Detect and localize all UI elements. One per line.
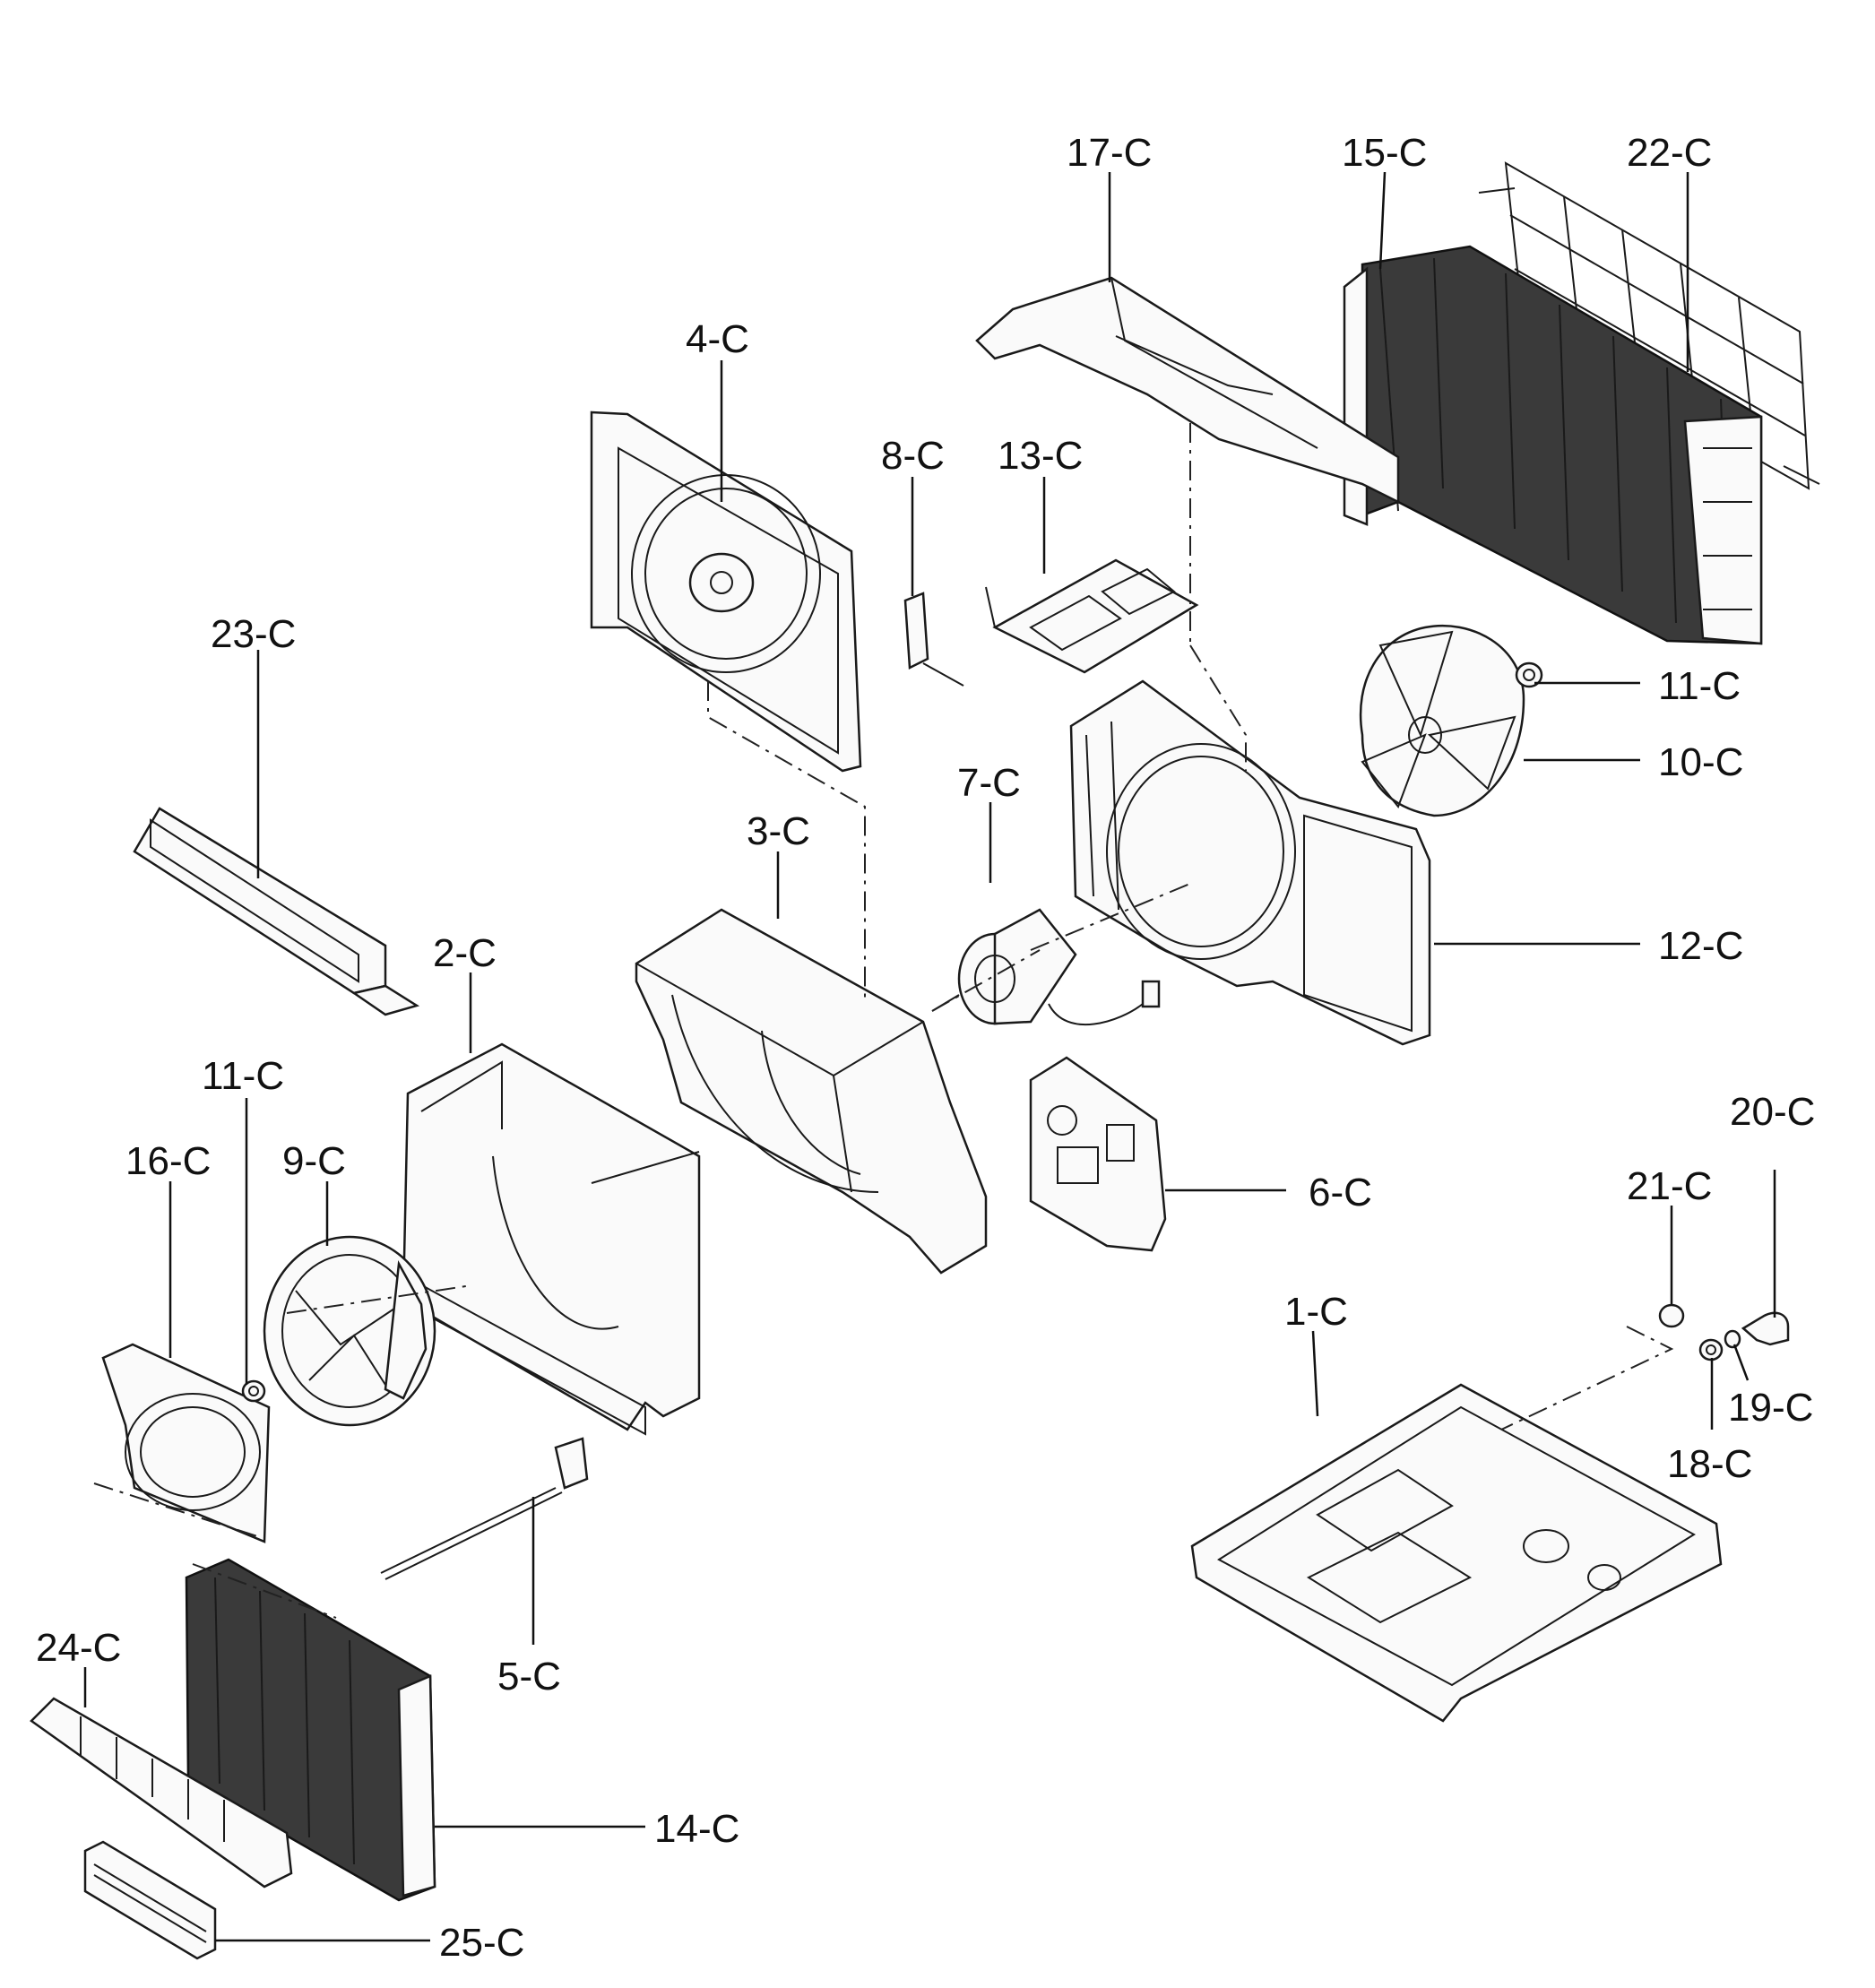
label-15-c: 15-C: [1342, 131, 1427, 175]
part-4-c-panel: [590, 411, 862, 773]
part-24-c-base-front: [30, 1697, 293, 1889]
label-14-c: 14-C: [654, 1807, 739, 1851]
part-8-c-small-bracket: [903, 592, 964, 687]
part-6-c-control-box: [1029, 1056, 1167, 1252]
label-11-c-left: 11-C: [202, 1054, 284, 1098]
part-13-c-bracket: [985, 558, 1199, 674]
part-15-c-coil: [1343, 245, 1763, 645]
part-11-c-right-nut: [1515, 661, 1543, 688]
label-1-c: 1-C: [1284, 1290, 1348, 1334]
label-20-c: 20-C: [1730, 1090, 1815, 1134]
label-4-c: 4-C: [686, 317, 749, 361]
assembly-lines: [93, 423, 1674, 1619]
label-5-c: 5-C: [497, 1655, 561, 1698]
label-18-c: 18-C: [1667, 1442, 1752, 1486]
label-9-c: 9-C: [282, 1139, 346, 1183]
part-3-c-shroud: [635, 908, 988, 1275]
part-23-c-louver: [133, 807, 420, 1016]
part-5-c-sensor: [380, 1437, 589, 1580]
label-3-c: 3-C: [747, 809, 810, 853]
part-20-c-elbow: [1741, 1311, 1790, 1346]
label-2-c: 2-C: [433, 931, 497, 975]
part-18-c-washer: [1698, 1338, 1724, 1361]
part-14-c-condenser: [185, 1558, 436, 1902]
label-6-c: 6-C: [1309, 1171, 1372, 1214]
part-22-c-grille: [1478, 161, 1820, 490]
label-25-c: 25-C: [439, 1921, 524, 1965]
part-10-c-fan: [1359, 624, 1525, 817]
label-7-c: 7-C: [957, 761, 1021, 805]
part-21-c-nut: [1658, 1303, 1685, 1328]
part-1-c-base-pan: [1190, 1383, 1723, 1723]
part-19-c-fitting: [1724, 1329, 1741, 1349]
label-24-c: 24-C: [36, 1626, 121, 1670]
label-16-c: 16-C: [125, 1139, 211, 1183]
part-2-c-frame: [398, 1042, 701, 1436]
label-17-c: 17-C: [1067, 131, 1152, 175]
label-22-c: 22-C: [1627, 131, 1712, 175]
part-16-c-orifice: [101, 1343, 271, 1543]
label-19-c: 19-C: [1728, 1386, 1813, 1430]
part-7-c-motor: [931, 908, 1161, 1026]
part-12-c-partition: [1069, 679, 1431, 1046]
label-12-c: 12-C: [1658, 924, 1743, 968]
callout-labels: 17-C 15-C 22-C 4-C 8-C 13-C 23-C 11-C 10…: [36, 131, 1815, 1965]
label-10-c: 10-C: [1658, 740, 1743, 784]
part-25-c-insert: [83, 1840, 217, 1960]
leader-lines: [83, 171, 1776, 1942]
label-11-c-right: 11-C: [1658, 664, 1741, 708]
part-9-c-blower-wheel: [263, 1235, 436, 1427]
part-11-c-left-washer: [241, 1379, 266, 1403]
label-8-c: 8-C: [881, 434, 945, 478]
label-13-c: 13-C: [998, 434, 1083, 478]
label-21-c: 21-C: [1627, 1164, 1712, 1208]
part-17-c-top-duct: [975, 276, 1400, 505]
label-23-c: 23-C: [211, 612, 296, 656]
